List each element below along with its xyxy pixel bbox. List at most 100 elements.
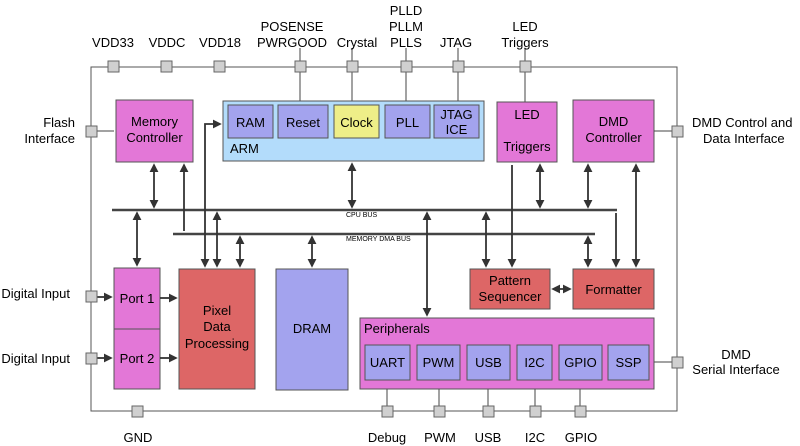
label-gpio: GPIO bbox=[565, 430, 598, 445]
arm-block: ARM RAM Reset Clock PLL JTAG ICE bbox=[222, 100, 485, 162]
i2c-label: I2C bbox=[524, 355, 544, 370]
pll-label: PLL bbox=[396, 115, 419, 130]
label-vdd33: VDD33 bbox=[92, 35, 134, 50]
cpu-bus-label: CPU BUS bbox=[346, 212, 377, 219]
label-vddc: VDDC bbox=[149, 35, 186, 50]
uart-label: UART bbox=[370, 355, 405, 370]
top-pin-labels: VDD33 VDDC VDD18 POSENSE PWRGOOD Crystal… bbox=[92, 3, 549, 50]
pin-vdd33 bbox=[107, 60, 120, 73]
pin-debug bbox=[381, 405, 394, 418]
pin-dmd-control bbox=[671, 125, 684, 138]
label-triggers: Triggers bbox=[501, 35, 549, 50]
label-digital-input-2: Digital Input bbox=[1, 351, 70, 366]
bottom-pin-labels: GND Debug PWM USB I2C GPIO bbox=[124, 430, 598, 445]
label-jtag: JTAG bbox=[440, 35, 472, 50]
clock-block bbox=[333, 104, 380, 139]
label-pwrgood: PWRGOOD bbox=[257, 35, 327, 50]
port1-label: Port 1 bbox=[120, 291, 155, 306]
pwm-block bbox=[416, 344, 461, 381]
pin-digital-input-2 bbox=[85, 352, 98, 365]
clock-label: Clock bbox=[340, 115, 373, 130]
port2-block: Port 2 bbox=[113, 328, 161, 390]
pin-usb bbox=[482, 405, 495, 418]
pin-vddc bbox=[160, 60, 173, 73]
pattern-sequencer-block: Pattern Sequencer bbox=[469, 268, 551, 310]
arm-label: ARM bbox=[230, 141, 259, 156]
dmd-controller-label-2: Controller bbox=[585, 130, 642, 145]
pins bbox=[85, 60, 684, 418]
label-debug: Debug bbox=[368, 430, 406, 445]
label-dmd-data-interface: Data Interface bbox=[703, 131, 785, 146]
dram-label: DRAM bbox=[293, 321, 331, 336]
label-dmd: DMD bbox=[721, 347, 751, 362]
dram-block: DRAM bbox=[275, 268, 349, 391]
pwm-label: PWM bbox=[423, 355, 455, 370]
pin-jtag bbox=[452, 60, 465, 73]
label-gnd: GND bbox=[124, 430, 153, 445]
pin-gpio bbox=[574, 405, 587, 418]
peripherals-block: Peripherals UART PWM USB I2C GPIO SSP bbox=[359, 317, 655, 390]
pin-vdd18 bbox=[213, 60, 226, 73]
label-serial-interface: Serial Interface bbox=[692, 362, 779, 377]
pin-pwm bbox=[433, 405, 446, 418]
label-pwm: PWM bbox=[424, 430, 456, 445]
led-triggers-label-2: Triggers bbox=[503, 139, 551, 154]
jtag-ice-label-2: ICE bbox=[446, 122, 468, 137]
dmd-controller-label-1: DMD bbox=[599, 114, 629, 129]
pin-flash bbox=[85, 125, 98, 138]
pll-block bbox=[384, 104, 431, 139]
pixel-data-processing-label-1: Pixel bbox=[203, 303, 231, 318]
jtag-ice-label-1: JTAG bbox=[440, 107, 472, 122]
label-digital-input-1: Digital Input bbox=[1, 286, 70, 301]
memory-controller-block: Memory Controller bbox=[115, 99, 194, 163]
label-vdd18: VDD18 bbox=[199, 35, 241, 50]
port1-block: Port 1 bbox=[113, 267, 161, 330]
label-flash-interface: Interface bbox=[24, 131, 75, 146]
label-plld: PLLD bbox=[390, 3, 423, 18]
label-usb: USB bbox=[475, 430, 502, 445]
ssp-label: SSP bbox=[615, 355, 641, 370]
formatter-block: Formatter bbox=[572, 268, 655, 310]
pixel-data-processing-label-2: Data bbox=[203, 319, 231, 334]
pin-led-triggers bbox=[519, 60, 532, 73]
left-pin-labels: Flash Interface Digital Input Digital In… bbox=[1, 115, 75, 366]
uart-block bbox=[364, 344, 411, 381]
label-i2c: I2C bbox=[525, 430, 545, 445]
ram-label: RAM bbox=[236, 115, 265, 130]
pin-posense bbox=[294, 60, 307, 73]
right-pin-labels: DMD Control and Data Interface DMD Seria… bbox=[692, 115, 792, 377]
label-pllm: PLLM bbox=[389, 19, 423, 34]
ssp-block bbox=[607, 344, 650, 381]
pin-pll bbox=[400, 60, 413, 73]
connection-arrows bbox=[96, 119, 672, 363]
formatter-label: Formatter bbox=[585, 282, 642, 297]
gpio-block bbox=[558, 344, 603, 381]
pattern-sequencer-label-2: Sequencer bbox=[479, 289, 543, 304]
pin-digital-input-1 bbox=[85, 290, 98, 303]
reset-label: Reset bbox=[286, 115, 320, 130]
label-posense: POSENSE bbox=[261, 19, 324, 34]
pin-crystal bbox=[346, 60, 359, 73]
pin-gnd bbox=[131, 405, 144, 418]
gpio-label: GPIO bbox=[564, 355, 597, 370]
led-triggers-block: LED Triggers bbox=[496, 101, 558, 163]
usb-label: USB bbox=[475, 355, 502, 370]
pin-i2c bbox=[529, 405, 542, 418]
peripherals-label: Peripherals bbox=[364, 321, 430, 336]
memory-controller-label-1: Memory bbox=[131, 114, 178, 129]
label-plls: PLLS bbox=[390, 35, 422, 50]
ram-block bbox=[227, 104, 274, 139]
led-triggers-label-1: LED bbox=[514, 107, 539, 122]
i2c-block bbox=[516, 344, 553, 381]
label-crystal: Crystal bbox=[337, 35, 378, 50]
port2-label: Port 2 bbox=[120, 351, 155, 366]
pixel-data-processing-label-3: Processing bbox=[185, 336, 249, 351]
top-pin-leads bbox=[299, 48, 526, 62]
jtag-ice-block bbox=[433, 104, 480, 139]
top-pin-wires bbox=[299, 72, 526, 105]
pin-dmd-serial bbox=[671, 356, 684, 369]
memory-controller-label-2: Controller bbox=[126, 130, 183, 145]
pattern-sequencer-label-1: Pattern bbox=[489, 273, 531, 288]
memory-dma-bus-label: MEMORY DMA BUS bbox=[346, 236, 411, 243]
